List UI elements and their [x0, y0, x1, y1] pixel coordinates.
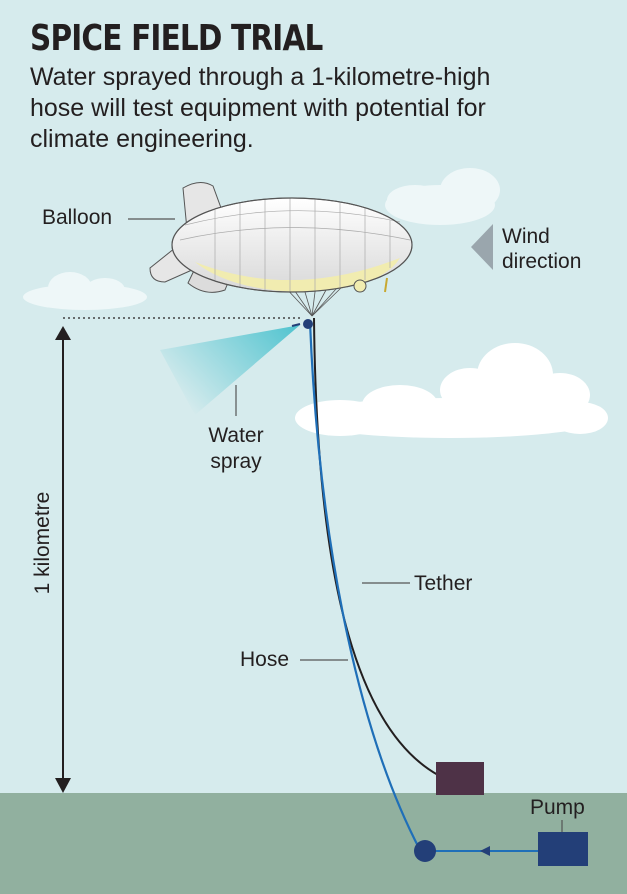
cloud-right: [295, 343, 608, 438]
height-label: 1 kilometre: [31, 491, 54, 595]
spray-nozzle: [291, 319, 313, 329]
pump-box: [538, 832, 588, 866]
flow-arrow-icon: [480, 846, 490, 856]
wind-direction-label: Wind direction: [502, 224, 581, 274]
hose-label: Hose: [240, 648, 290, 671]
ground: [0, 793, 627, 894]
cloud-left: [23, 272, 147, 310]
spray-label-line2: spray: [210, 450, 262, 473]
leader-lines: [128, 218, 563, 832]
triangle-left-icon: [471, 224, 493, 270]
pump-label: Pump: [530, 796, 585, 819]
page-subtitle: Water sprayed through a 1-kilometre-high…: [30, 63, 491, 153]
water-spray-label: Water spray: [202, 423, 270, 475]
height-arrow: [55, 326, 71, 793]
wind-label-line1: Wind: [502, 225, 550, 248]
balloon-label: Balloon: [42, 206, 113, 229]
wind-label-line2: direction: [502, 250, 582, 273]
tether-label: Tether: [414, 572, 473, 595]
airship-icon: [149, 182, 413, 293]
cloud-top-right: [385, 168, 500, 225]
winch-box: [436, 762, 484, 795]
water-spray-cone: [160, 325, 300, 415]
tether-line: [313, 317, 439, 776]
hose-line: [308, 321, 421, 851]
spray-label-line1: Water: [208, 424, 264, 447]
hose-ground-node: [414, 840, 436, 862]
page-title: SPICE FIELD TRIAL: [30, 18, 323, 59]
